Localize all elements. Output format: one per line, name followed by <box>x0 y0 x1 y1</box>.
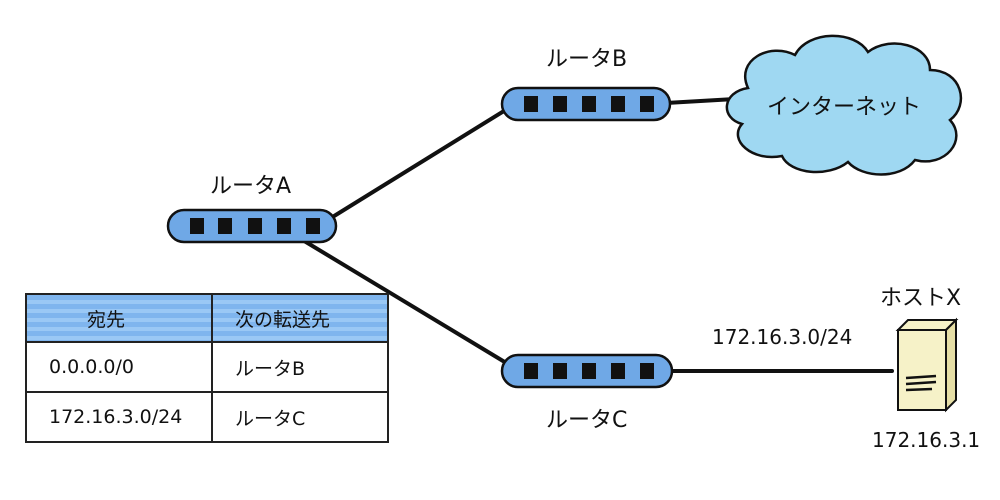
internet-cloud[interactable] <box>725 34 963 176</box>
routing-table-header-row: 宛先 次の転送先 <box>25 293 389 343</box>
host-network-label: 172.16.3.0/24 <box>712 325 852 349</box>
router-b-ports <box>524 96 654 112</box>
table-row: 0.0.0.0/0 ルータB <box>25 341 389 393</box>
header-next-hop: 次の転送先 <box>211 293 389 343</box>
host-ip-label: 172.16.3.1 <box>872 428 980 452</box>
router-c-label: ルータC <box>546 408 627 433</box>
link-a-c <box>284 228 510 366</box>
table-row: 172.16.3.0/24 ルータC <box>25 391 389 443</box>
router-c[interactable] <box>500 353 674 389</box>
next-hop-cell: ルータB <box>211 341 389 393</box>
internet-label: インターネット <box>767 95 921 120</box>
destination-cell: 0.0.0.0/0 <box>25 341 213 393</box>
router-a-ports <box>190 218 320 234</box>
router-a-label: ルータA <box>210 174 291 199</box>
host-server-icon[interactable] <box>895 317 959 413</box>
next-hop-cell: ルータC <box>211 391 389 443</box>
router-c-ports <box>524 363 654 379</box>
link-a-b <box>316 104 514 228</box>
routing-table: 宛先 次の転送先 0.0.0.0/0 ルータB 172.16.3.0/24 ルー… <box>25 293 389 443</box>
link-b-internet <box>664 97 737 105</box>
router-b[interactable] <box>500 86 672 122</box>
destination-cell: 172.16.3.0/24 <box>25 391 213 443</box>
router-a[interactable] <box>166 208 338 244</box>
router-b-label: ルータB <box>546 47 627 72</box>
header-destination: 宛先 <box>25 293 213 343</box>
host-label: ホストX <box>880 286 961 311</box>
